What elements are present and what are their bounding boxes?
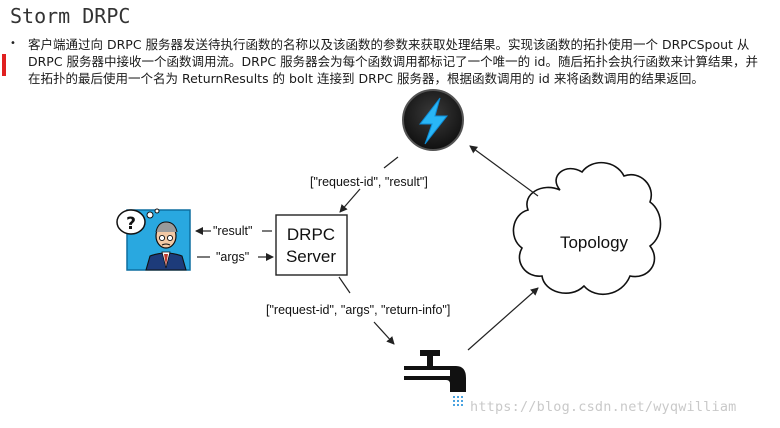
accent-bar bbox=[2, 54, 6, 76]
client-person-icon: ? bbox=[116, 208, 191, 271]
edge-bolt-to-label bbox=[383, 156, 399, 169]
topology-cloud: Topology bbox=[512, 161, 662, 295]
drpc-spout-icon bbox=[404, 350, 466, 406]
edge-spout-to-topology bbox=[467, 287, 539, 351]
label-request-id-args-return-info: ["request-id", "args", "return-info"] bbox=[266, 303, 450, 317]
edge-result-to-server bbox=[339, 188, 361, 213]
bullet-marker: • bbox=[10, 38, 16, 49]
label-args: "args" bbox=[216, 250, 249, 264]
server-label-line2: Server bbox=[286, 247, 336, 266]
edge-topology-to-bolt bbox=[469, 145, 539, 197]
page-title: Storm DRPC bbox=[10, 4, 131, 28]
storm-bolt-icon bbox=[402, 89, 464, 151]
drpc-server-box: DRPC Server bbox=[275, 214, 348, 276]
label-request-id-result: ["request-id", "result"] bbox=[310, 175, 428, 189]
watermark: https://blog.csdn.net/wyqwilliam bbox=[470, 399, 737, 415]
topology-label: Topology bbox=[560, 233, 629, 252]
edge-server-to-label bbox=[338, 276, 351, 294]
label-result: "result" bbox=[213, 224, 252, 238]
question-mark: ? bbox=[126, 214, 136, 234]
description-paragraph: 客户端通过向 DRPC 服务器发送待执行函数的名称以及该函数的参数来获取处理结果… bbox=[28, 37, 758, 86]
server-label-line1: DRPC bbox=[287, 225, 335, 244]
edge-label-to-spout bbox=[373, 321, 395, 345]
